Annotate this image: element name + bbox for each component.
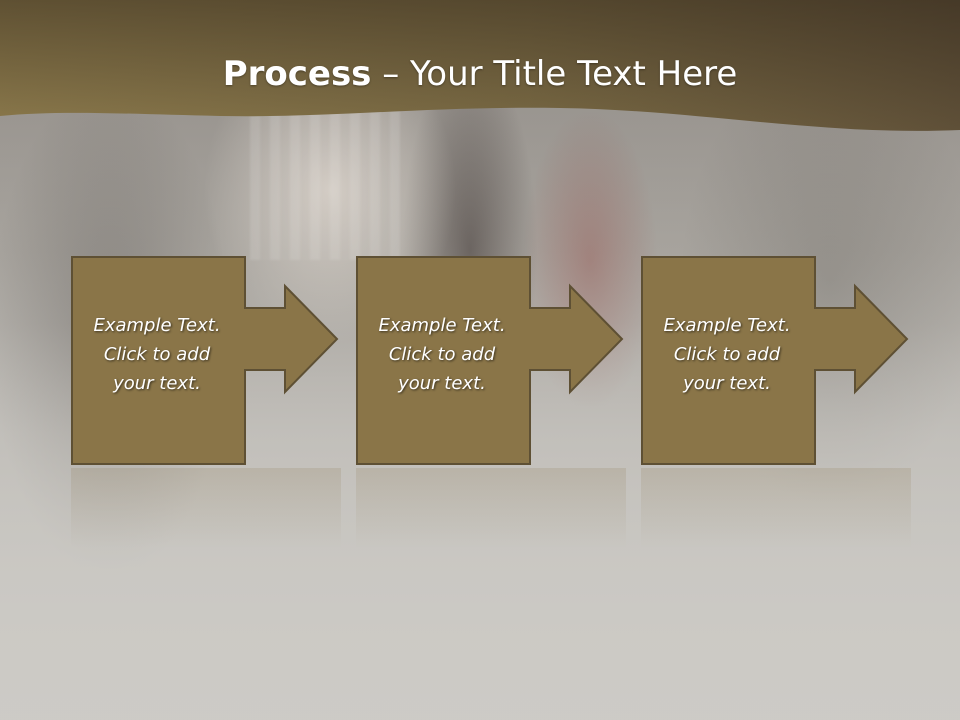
step-text-line2: Click to add [673, 344, 781, 365]
header-band [0, 0, 960, 131]
process-step-3[interactable]: Example Text. Click to add your text. [641, 256, 911, 468]
step-text[interactable]: Example Text. Click to add your text. [647, 311, 807, 398]
step-reflection [641, 468, 911, 548]
step-text[interactable]: Example Text. Click to add your text. [77, 311, 237, 398]
process-step-2[interactable]: Example Text. Click to add your text. [356, 256, 626, 468]
step-text-line3: your text. [683, 373, 771, 394]
step-text-line3: your text. [398, 373, 486, 394]
right-arrow-icon [71, 256, 339, 465]
right-arrow-icon [641, 256, 909, 465]
step-reflection [356, 468, 626, 548]
right-arrow-icon [356, 256, 624, 465]
step-text-line2: Click to add [103, 344, 211, 365]
step-shape [641, 256, 909, 465]
step-text-line1: Example Text. [663, 315, 791, 336]
step-shape [356, 256, 624, 465]
step-text-line1: Example Text. [378, 315, 506, 336]
step-text-line2: Click to add [388, 344, 496, 365]
process-step-1[interactable]: Example Text. Click to add your text. [71, 256, 341, 468]
slide-title[interactable]: Process – Your Title Text Here [0, 52, 960, 96]
step-shape [71, 256, 339, 465]
step-text-line3: your text. [113, 373, 201, 394]
title-rest: – Your Title Text Here [371, 54, 738, 94]
step-text[interactable]: Example Text. Click to add your text. [362, 311, 522, 398]
step-reflection [71, 468, 341, 548]
title-bold: Process [222, 54, 372, 94]
step-text-line1: Example Text. [93, 315, 221, 336]
